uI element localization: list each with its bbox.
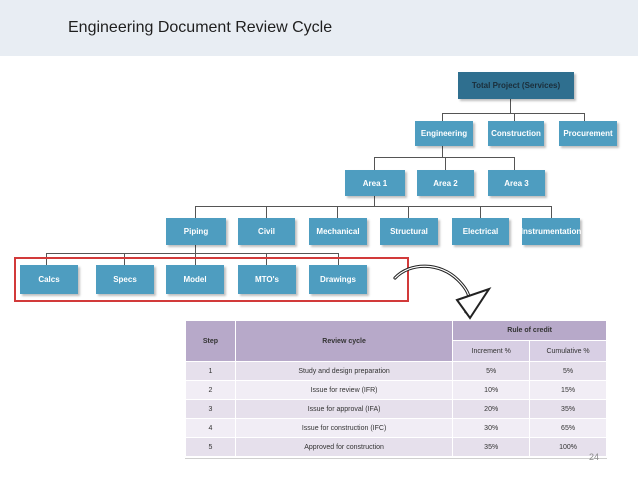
node-civil: Civil xyxy=(238,218,295,245)
header-cumulative: Cumulative % xyxy=(529,340,607,362)
connector-disc-mech xyxy=(337,206,338,218)
node-piping: Piping xyxy=(166,218,226,245)
connector-deliv-specs xyxy=(124,253,125,265)
connector-deliv-model xyxy=(195,253,196,265)
header-band xyxy=(0,0,638,56)
cell-review-cycle: Study and design preparation xyxy=(234,361,454,381)
connector-piping-deliv-vertical xyxy=(195,245,196,253)
node-engineering: Engineering xyxy=(415,121,473,146)
cell-step: 3 xyxy=(185,399,236,419)
connector-l2-horizontal xyxy=(442,113,584,114)
cell-increment: 35% xyxy=(452,437,531,457)
node-specs: Specs xyxy=(96,265,154,294)
cell-increment: 30% xyxy=(452,418,531,438)
connector-area2 xyxy=(445,157,446,170)
slide-title: Engineering Document Review Cycle xyxy=(68,19,333,36)
connector-deliv-drawings xyxy=(338,253,339,265)
node-construction: Construction xyxy=(488,121,544,146)
cell-cumulative: 15% xyxy=(529,380,607,400)
cell-step: 5 xyxy=(185,437,236,457)
cell-review-cycle: Issue for approval (IFA) xyxy=(234,399,454,419)
node-structural: Structural xyxy=(380,218,438,245)
connector-disc-elec xyxy=(480,206,481,218)
node-area-1: Area 1 xyxy=(345,170,405,196)
cell-review-cycle: Issue for review (IFR) xyxy=(234,380,454,400)
review-cycle-table: Step Review cycle Rule of credit Increme… xyxy=(185,320,607,457)
table-bottom-rule xyxy=(185,458,607,459)
node-procurement: Procurement xyxy=(559,121,617,146)
connector-disc-instr xyxy=(551,206,552,218)
header-increment: Increment % xyxy=(452,340,531,362)
cell-cumulative: 100% xyxy=(529,437,607,457)
table-row: 5 Approved for construction 35% 100% xyxy=(185,437,607,457)
connector-l2-con xyxy=(514,113,515,121)
cell-cumulative: 65% xyxy=(529,418,607,438)
header-rule-of-credit: Rule of credit xyxy=(452,320,607,341)
cell-step: 2 xyxy=(185,380,236,400)
connector-root-l2-vertical xyxy=(510,99,511,113)
node-model: Model xyxy=(166,265,224,294)
connector-area1 xyxy=(374,157,375,170)
connector-area3 xyxy=(514,157,515,170)
node-drawings: Drawings xyxy=(309,265,367,294)
connector-area1-disc-vertical xyxy=(374,196,375,206)
table-row: 2 Issue for review (IFR) 10% 15% xyxy=(185,380,607,400)
header-step: Step xyxy=(185,320,236,362)
table-row: 4 Issue for construction (IFC) 30% 65% xyxy=(185,418,607,438)
node-calcs: Calcs xyxy=(20,265,78,294)
cell-cumulative: 5% xyxy=(529,361,607,381)
node-mtos: MTO's xyxy=(238,265,296,294)
node-electrical: Electrical xyxy=(452,218,509,245)
node-area-3: Area 3 xyxy=(488,170,545,196)
connector-eng-areas-vertical xyxy=(442,146,443,157)
table-row: 1 Study and design preparation 5% 5% xyxy=(185,361,607,381)
connector-disc-civil xyxy=(266,206,267,218)
connector-l2-pro xyxy=(584,113,585,121)
table-row: 3 Issue for approval (IFA) 20% 35% xyxy=(185,399,607,419)
cell-cumulative: 35% xyxy=(529,399,607,419)
cell-increment: 20% xyxy=(452,399,531,419)
page-number: 24 xyxy=(589,452,600,462)
header-review-cycle: Review cycle xyxy=(234,320,454,362)
connector-disc-struct xyxy=(408,206,409,218)
cell-step: 1 xyxy=(185,361,236,381)
node-total-project: Total Project (Services) xyxy=(458,72,574,99)
cell-increment: 5% xyxy=(452,361,531,381)
node-mechanical: Mechanical xyxy=(309,218,367,245)
cell-review-cycle: Issue for construction (IFC) xyxy=(234,418,454,438)
node-instrumentation: Instrumentation xyxy=(521,218,581,245)
cell-step: 4 xyxy=(185,418,236,438)
cell-review-cycle: Approved for construction xyxy=(234,437,454,457)
connector-deliv-mto xyxy=(266,253,267,265)
connector-deliv-horizontal xyxy=(46,253,338,254)
cell-increment: 10% xyxy=(452,380,531,400)
connector-disc-horizontal xyxy=(195,206,552,207)
connector-areas-horizontal xyxy=(374,157,514,158)
connector-disc-piping xyxy=(195,206,196,218)
connector-deliv-calcs xyxy=(46,253,47,265)
deliverables-highlight-box xyxy=(14,257,409,302)
node-area-2: Area 2 xyxy=(417,170,474,196)
connector-l2-eng xyxy=(442,113,443,121)
